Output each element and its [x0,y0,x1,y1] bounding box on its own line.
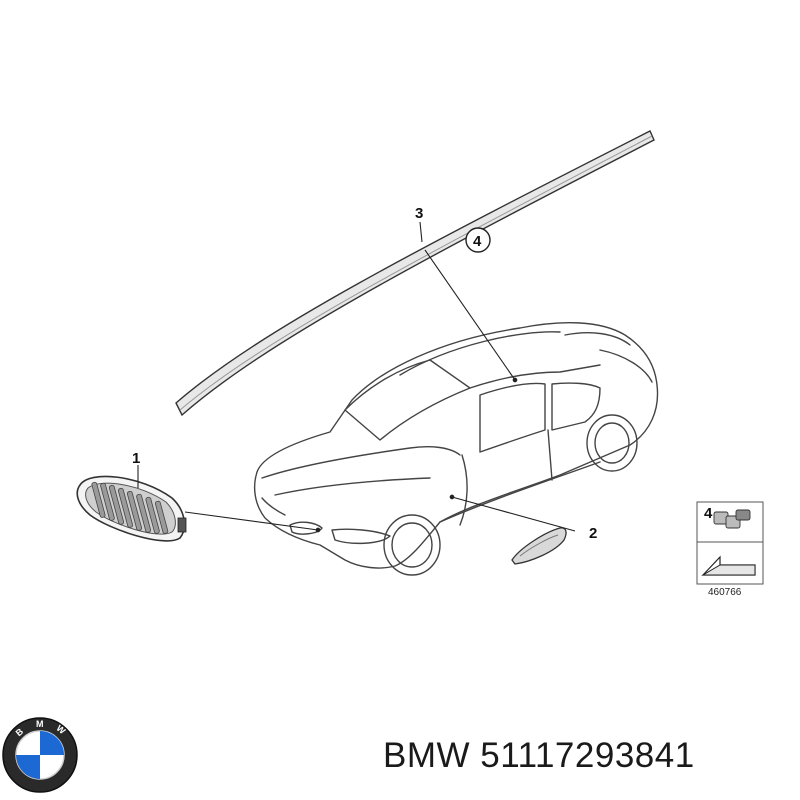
callout-1: 1 [132,450,140,467]
leader-lines [137,221,576,533]
callout-3: 3 [415,205,423,222]
car-outline [253,322,659,569]
bmw-logo: B M W [2,717,78,793]
part-number-label: BMW 51117293841 [383,736,695,775]
car-wheels [383,414,638,576]
side-marker-trim [511,527,567,565]
clip-icon [713,509,751,529]
diagram-code: 460766 [708,587,742,598]
roof-trim-strip [175,130,655,417]
legend-item-number: 4 [704,505,713,522]
arrow-shape-icon [701,555,756,576]
grille-slats [91,481,169,534]
callout-4: 4 [473,233,482,250]
callout-2: 2 [589,525,597,542]
logo-letter-m: M [36,719,45,729]
legend-box: 4 460766 [696,501,764,598]
kidney-grille [76,475,187,542]
callout-4-circle: 4 [465,227,491,253]
